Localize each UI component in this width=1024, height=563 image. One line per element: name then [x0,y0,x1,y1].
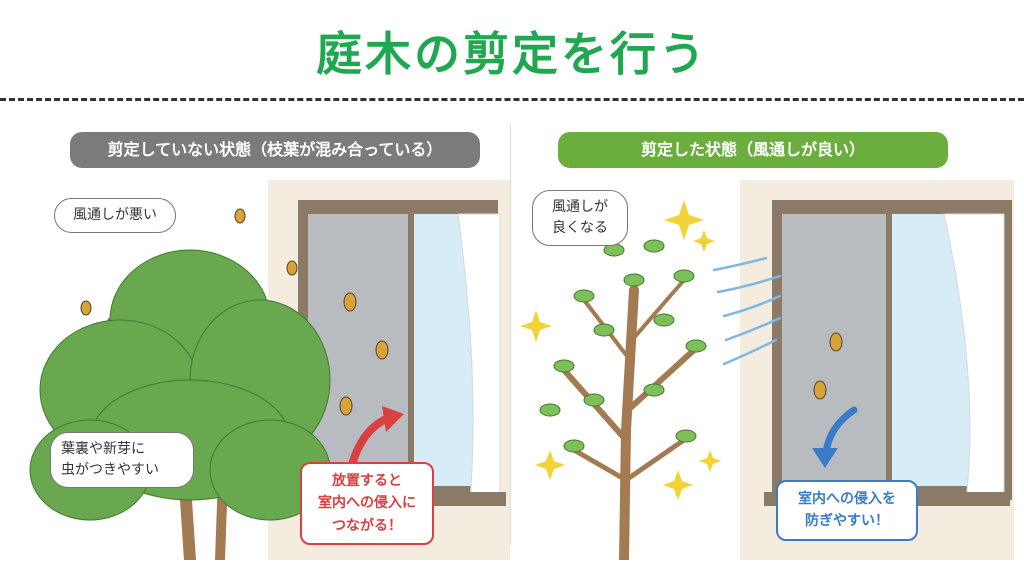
blue-arrow-icon [822,406,858,456]
pruned-tree-trunk [561,278,697,560]
sparkle-icon [520,200,721,500]
bugs-bubble: 葉裏や新芽に 虫がつきやすい [50,432,194,488]
pruned-header: 剪定した状態（風通しが良い） [558,132,948,168]
poor-airflow-bubble: 風通しが悪い [54,198,176,233]
sparse-leaves [539,239,707,453]
prevention-callout: 室内への侵入を 防ぎやすい！ [776,480,918,541]
unpruned-panel: 剪定していない状態（枝葉が混み合っている） [10,110,510,560]
wind-lines-icon [712,256,782,366]
pruned-panel: 剪定した状態（風通しが良い） [514,110,1014,560]
page-title: 庭木の剪定を行う [316,27,708,81]
bug-icon [80,208,389,416]
bug-icon [813,332,843,400]
unpruned-header: 剪定していない状態（枝葉が混み合っている） [70,132,480,168]
blue-arrow-head [812,448,838,468]
dashed-divider [0,98,1024,101]
better-airflow-bubble: 風通しが 良くなる [532,190,628,246]
red-arrow-head [382,406,404,432]
panel-divider [510,125,511,545]
warning-callout: 放置すると 室内への侵入に つながる！ [300,462,434,546]
unpruned-illustration [29,180,510,560]
